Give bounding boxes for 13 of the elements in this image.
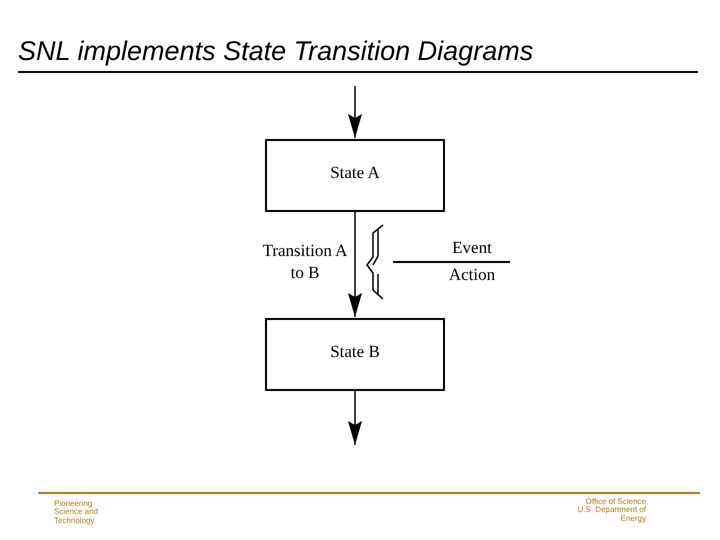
fraction-numerator: Event: [451, 238, 493, 258]
arrow: [348, 86, 362, 138]
transition-label: Transition A to B: [262, 240, 348, 284]
state-box: [265, 139, 445, 212]
fraction-denominator: Action: [448, 265, 496, 285]
footer-tagline: Pioneering Science and Technology: [54, 500, 100, 526]
arrow: [348, 212, 362, 317]
arrow: [348, 391, 362, 445]
slide-title: SNL implements State Transition Diagrams: [18, 36, 534, 67]
state-label: State A: [329, 163, 381, 183]
footer-agency: Office of Science U.S. Department of Energy: [576, 498, 646, 524]
state-box: [265, 318, 445, 391]
state-label: State B: [329, 342, 381, 362]
